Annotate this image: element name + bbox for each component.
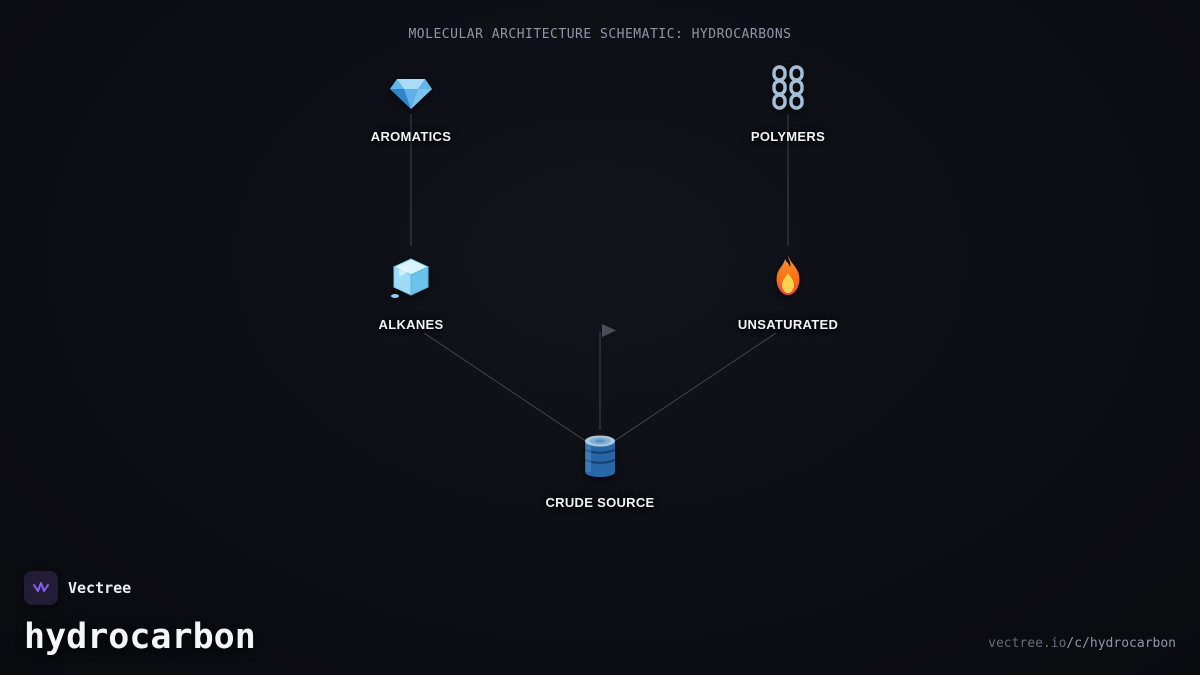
edge-crude-unsaturated (612, 332, 777, 443)
url-path: /c/hydrocarbon (1066, 636, 1176, 651)
node-crude-source: CRUDE SOURCE (500, 432, 700, 510)
edge-crude-alkanes (423, 332, 588, 443)
node-unsaturated: UNSATURATED (688, 252, 888, 332)
node-label: POLYMERS (750, 129, 826, 144)
vectree-logo-icon (24, 571, 58, 605)
ice-cube-icon (387, 252, 435, 305)
brand-name: Vectree (68, 579, 132, 597)
card-url: vectree.io/c/hydrocarbon (988, 636, 1176, 651)
node-label: UNSATURATED (737, 317, 839, 332)
oil-drum-icon (582, 432, 618, 483)
edge-arrowhead (602, 324, 616, 337)
node-label: ALKANES (378, 317, 444, 332)
node-label: CRUDE SOURCE (545, 495, 655, 510)
schematic-title: MOLECULAR ARCHITECTURE SCHEMATIC: HYDROC… (408, 27, 792, 42)
chains-icon (764, 64, 812, 117)
node-label: AROMATICS (370, 129, 452, 144)
node-aromatics: AROMATICS (311, 64, 511, 144)
node-polymers: POLYMERS (688, 64, 888, 144)
url-domain: vectree.io (988, 636, 1067, 651)
node-alkanes: ALKANES (311, 252, 511, 332)
gem-icon (387, 64, 435, 117)
footer: Vectree hydrocarbon vectree.io/c/hydroca… (24, 571, 1176, 657)
brand-row: Vectree (24, 571, 1176, 605)
card-title: hydrocarbon (24, 617, 256, 657)
fire-icon (764, 252, 812, 305)
